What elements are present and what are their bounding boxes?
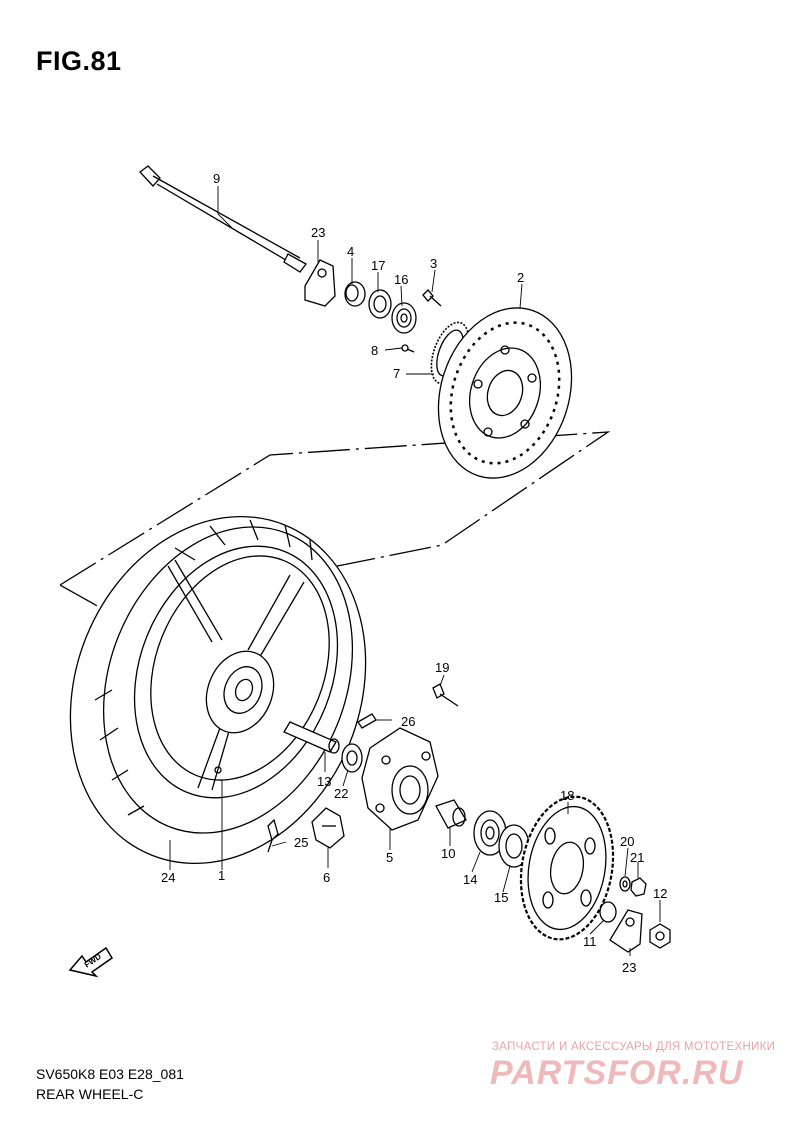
- callout-16[interactable]: 16: [394, 272, 408, 287]
- callout-24[interactable]: 24: [161, 870, 175, 885]
- assembly-plane-outline: [58, 431, 611, 613]
- drum-spacer: [435, 799, 467, 829]
- callout-11[interactable]: 11: [583, 934, 597, 949]
- watermark-logo: PARTSFOR.RU: [490, 1054, 744, 1092]
- callout-7[interactable]: 7: [393, 366, 400, 381]
- sprocket-nut: [630, 877, 647, 897]
- brake-disc: [437, 307, 573, 479]
- callout-25[interactable]: 25: [294, 835, 308, 850]
- axle-collar: [283, 721, 340, 754]
- callout-22[interactable]: 22: [334, 786, 348, 801]
- section-name: REAR WHEEL-C: [36, 1086, 144, 1102]
- leader-lines: [169, 186, 661, 956]
- hub-bearing: [341, 743, 363, 773]
- callout-4[interactable]: 4: [347, 244, 354, 259]
- callout-26[interactable]: 26: [401, 714, 415, 729]
- callout-12[interactable]: 12: [653, 886, 667, 901]
- callout-19[interactable]: 19: [435, 660, 449, 675]
- disc-bolt: [422, 289, 442, 307]
- callout-13[interactable]: 13: [317, 774, 331, 789]
- washer: [619, 876, 631, 892]
- callout-18[interactable]: 18: [560, 788, 574, 803]
- model-code: SV650K8 E03 E28_081: [36, 1066, 184, 1082]
- callout-23[interactable]: 23: [311, 225, 325, 240]
- callout-10[interactable]: 10: [441, 846, 455, 861]
- wheel-bearing-upper: [391, 302, 417, 334]
- callout-14[interactable]: 14: [463, 872, 477, 887]
- hub-stud-bolt: [432, 683, 459, 707]
- callout-23-lower[interactable]: 23: [622, 960, 636, 975]
- sensor-ring-screw: [401, 344, 415, 353]
- axle-stopper-lower: [609, 909, 643, 953]
- rear-wheel-rim: [133, 545, 339, 799]
- watermark-tagline: ЗАПЧАСТИ И АКСЕССУАРЫ ДЛЯ МОТОТЕХНИКИ: [492, 1041, 776, 1053]
- wheel-spacer: [344, 281, 366, 307]
- sprocket-spacer: [599, 901, 617, 923]
- dust-seal: [368, 289, 392, 319]
- callout-20[interactable]: 20: [620, 834, 634, 849]
- callout-8[interactable]: 8: [371, 343, 378, 358]
- callout-3[interactable]: 3: [430, 256, 437, 271]
- hub-cushion: [357, 713, 377, 729]
- sprocket-drum: [361, 727, 439, 831]
- fwd-arrow-icon: [68, 946, 114, 978]
- callout-21[interactable]: 21: [630, 850, 644, 865]
- axle: [139, 165, 307, 273]
- callout-17[interactable]: 17: [371, 258, 385, 273]
- callout-9[interactable]: 9: [213, 171, 220, 186]
- tire-valve: [267, 818, 279, 853]
- figure-title: FIG.81: [36, 46, 122, 76]
- rear-sprocket: [519, 795, 615, 941]
- spoke-clip: [311, 807, 345, 849]
- callout-1[interactable]: 1: [218, 868, 225, 883]
- callout-15[interactable]: 15: [494, 890, 508, 905]
- axle-stopper-upper: [304, 259, 336, 307]
- axle-nut: [649, 923, 671, 949]
- callout-5[interactable]: 5: [386, 850, 393, 865]
- callout-2[interactable]: 2: [517, 270, 524, 285]
- callout-6[interactable]: 6: [323, 870, 330, 885]
